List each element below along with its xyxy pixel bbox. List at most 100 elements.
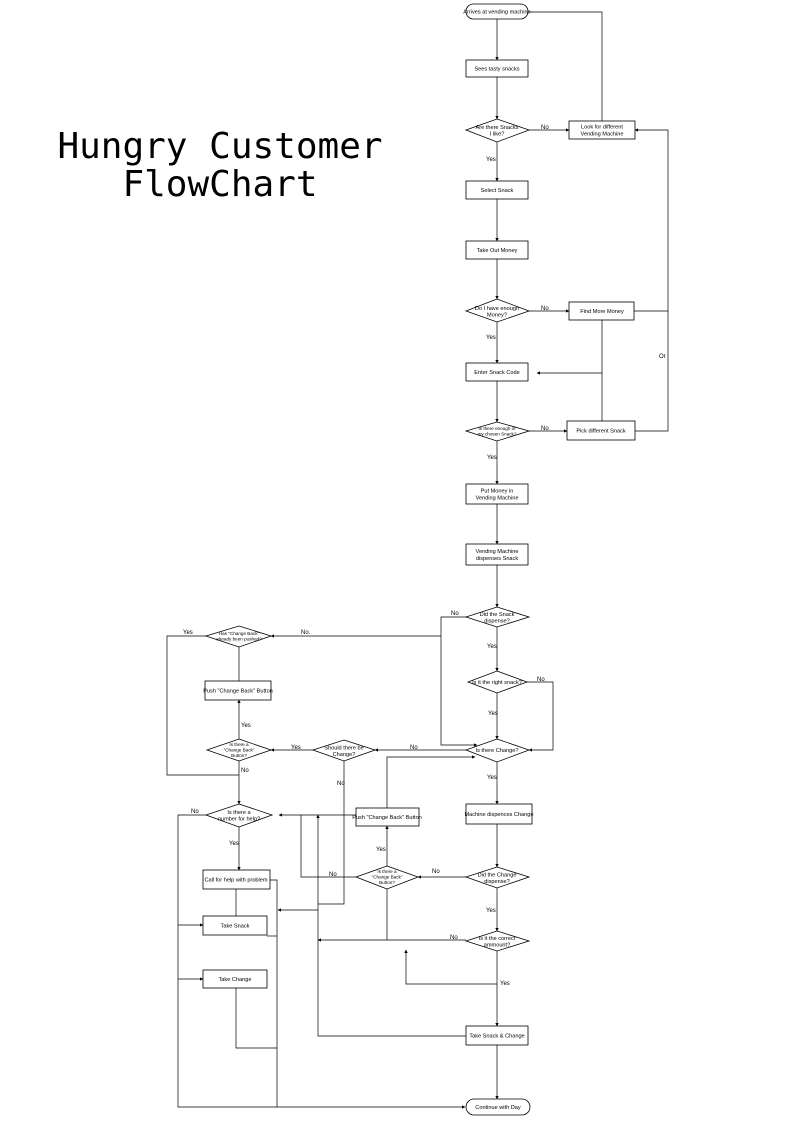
label-no-1: No bbox=[541, 125, 549, 131]
node-did-dispense-label-2: dispense? bbox=[484, 619, 510, 625]
label-no-9: No bbox=[191, 809, 199, 815]
node-take-snack[interactable]: Take Snack bbox=[202, 915, 268, 936]
node-change-back-button-1[interactable]: Is there a "Change Back" Button? bbox=[205, 738, 273, 762]
node-right-snack[interactable]: Is it the right snack? bbox=[466, 670, 529, 694]
node-put-money-label-1: Put Money in bbox=[481, 489, 514, 495]
label-no-8: No bbox=[337, 781, 345, 787]
node-correct-amount[interactable]: Is it the correct ammount? bbox=[464, 930, 531, 952]
title-line-2: FlowChart bbox=[122, 164, 318, 205]
node-put-money[interactable]: Put Money in Vending Machine bbox=[465, 483, 529, 505]
node-take-money-label: Take Out Money bbox=[477, 248, 518, 254]
node-cb2-label-3: Button? bbox=[379, 880, 395, 885]
node-pick-label: Pick different Snack bbox=[576, 429, 626, 435]
node-take-both[interactable]: Take Snack & Change bbox=[465, 1025, 529, 1046]
node-correct-label-1: Is it the correct bbox=[479, 936, 516, 942]
node-push-change-back-2[interactable]: Push "Change Back" Button bbox=[352, 807, 422, 827]
label-yes-12: Yes bbox=[486, 908, 496, 914]
node-change-back-button-2[interactable]: Is there a "Change Back" Button? bbox=[354, 865, 420, 890]
node-put-money-label-2: Vending Machine bbox=[476, 496, 519, 502]
connectors bbox=[166, 10, 669, 1109]
node-look-different[interactable]: Look for different Vending Machine bbox=[568, 120, 636, 140]
node-snacks-like-label-1: Are there Snacks bbox=[476, 125, 519, 131]
connector-pick-or bbox=[635, 311, 669, 432]
node-enough-snack-label-1: Is there enough of bbox=[478, 426, 516, 431]
connector-find-look bbox=[634, 128, 669, 312]
node-push-cb2-label: Push "Change Back" Button bbox=[352, 815, 422, 821]
label-yes-4: Yes bbox=[487, 644, 497, 650]
node-sees[interactable]: Sees tasty snacks bbox=[465, 59, 529, 78]
connector-look-back bbox=[516, 10, 603, 121]
label-yes-6: Yes bbox=[487, 775, 497, 781]
label-no-3: No bbox=[541, 426, 549, 432]
edge-labels: No Yes No Yes Or No Yes No Yes No Yes No… bbox=[183, 125, 666, 987]
node-enough-snack[interactable]: Is there enough of my chosen Snack? bbox=[464, 421, 531, 442]
node-look-label-2: Vending Machine bbox=[581, 132, 624, 138]
node-is-change[interactable]: Is there Change? bbox=[464, 738, 531, 763]
node-push-cb1-label: Push "Change Back" Button bbox=[203, 689, 273, 695]
node-did-change-label-2: dispense? bbox=[484, 879, 510, 885]
node-look-label-1: Look for different bbox=[581, 125, 623, 131]
label-no-4: No bbox=[451, 611, 459, 617]
node-take-change[interactable]: Take Change bbox=[202, 969, 268, 989]
node-arrives[interactable]: Arrives at vending machine bbox=[463, 3, 531, 20]
connector-pushed-yes bbox=[166, 635, 239, 776]
connector-push2-change bbox=[386, 755, 476, 808]
label-yes-10: Yes bbox=[229, 841, 239, 847]
label-yes-7: Yes bbox=[183, 630, 193, 636]
node-machine-change[interactable]: Machine dispences Change bbox=[464, 803, 534, 825]
node-cb1-label-1: Is there a bbox=[229, 742, 249, 747]
node-snacks-like-label-2: I like? bbox=[490, 132, 505, 138]
connector-call-right bbox=[270, 879, 278, 1107]
connector-correct-yes-loop bbox=[404, 949, 497, 985]
node-enough-snack-label-2: my chosen Snack? bbox=[478, 432, 517, 437]
label-yes-5: Yes bbox=[488, 711, 498, 717]
node-did-dispense[interactable]: Did the Snack dispense? bbox=[464, 606, 531, 628]
connector-help-no bbox=[177, 814, 466, 1109]
node-cb-pushed-label-2: already been pushed? bbox=[216, 637, 262, 642]
node-change-back-pushed[interactable]: Has "Change Back" already been pushed? bbox=[204, 625, 273, 648]
node-select[interactable]: Select Snack bbox=[465, 180, 529, 200]
node-should-change[interactable]: Should there be Change? bbox=[311, 739, 377, 762]
node-enough-money[interactable]: Do I have enough Money? bbox=[464, 298, 531, 323]
node-help-number[interactable]: Is there a number for help? bbox=[204, 803, 274, 828]
label-no-11: No bbox=[432, 869, 440, 875]
connector-did-dispense-no bbox=[440, 616, 478, 747]
node-cb2-label-1: Is there a bbox=[377, 869, 397, 874]
node-did-dispense-label-1: Did the Snack bbox=[480, 612, 515, 618]
node-help-number-label-1: Is there a bbox=[227, 810, 251, 816]
node-pick-different[interactable]: Pick different Snack bbox=[566, 420, 636, 441]
node-arrives-label: Arrives at vending machine bbox=[463, 10, 530, 16]
node-cb1-label-3: Button? bbox=[231, 753, 247, 758]
connector-find-enter bbox=[536, 320, 603, 375]
node-dispenses[interactable]: Vending Machine dispenses Snack bbox=[465, 543, 529, 566]
label-no-12: No bbox=[450, 935, 458, 941]
node-select-label: Select Snack bbox=[481, 188, 514, 194]
node-continue-label: Continue with Day bbox=[475, 1105, 521, 1111]
node-did-change[interactable]: Did the Change dispense? bbox=[464, 866, 531, 889]
connector-should-no bbox=[318, 761, 345, 905]
node-enter-code-label: Enter Snack Code bbox=[474, 370, 519, 376]
node-should-change-label-1: Should there be bbox=[324, 746, 364, 752]
node-call-help[interactable]: Call for help with problem bbox=[202, 869, 271, 890]
node-take-snack-label: Take Snack bbox=[221, 924, 250, 930]
node-continue[interactable]: Continue with Day bbox=[465, 1098, 531, 1116]
label-no-10: No bbox=[329, 872, 337, 878]
node-enter-code[interactable]: Enter Snack Code bbox=[465, 362, 529, 382]
node-take-money[interactable]: Take Out Money bbox=[465, 240, 529, 260]
connector-take-both-left bbox=[316, 814, 466, 1037]
label-or: Or bbox=[659, 354, 666, 360]
node-sees-label: Sees tasty snacks bbox=[474, 67, 519, 73]
node-push-change-back-1[interactable]: Push "Change Back" Button bbox=[203, 680, 273, 701]
label-no-2: No bbox=[541, 306, 549, 312]
label-yes-3: Yes bbox=[487, 455, 497, 461]
node-enough-money-label-1: Do I have enough bbox=[475, 306, 519, 312]
node-dispenses-label-2: dispenses Snack bbox=[476, 556, 518, 562]
label-yes-9: Yes bbox=[291, 745, 301, 751]
node-cb2-label-2: "Change Back" bbox=[372, 875, 403, 880]
page-title: Hungry Customer FlowChart bbox=[20, 128, 420, 204]
node-snacks-like[interactable]: Are there Snacks I like? bbox=[464, 118, 531, 143]
node-machine-change-label: Machine dispences Change bbox=[464, 812, 533, 818]
node-find-money[interactable]: Find More Money bbox=[568, 301, 635, 321]
label-no-dot: No. bbox=[301, 630, 311, 636]
